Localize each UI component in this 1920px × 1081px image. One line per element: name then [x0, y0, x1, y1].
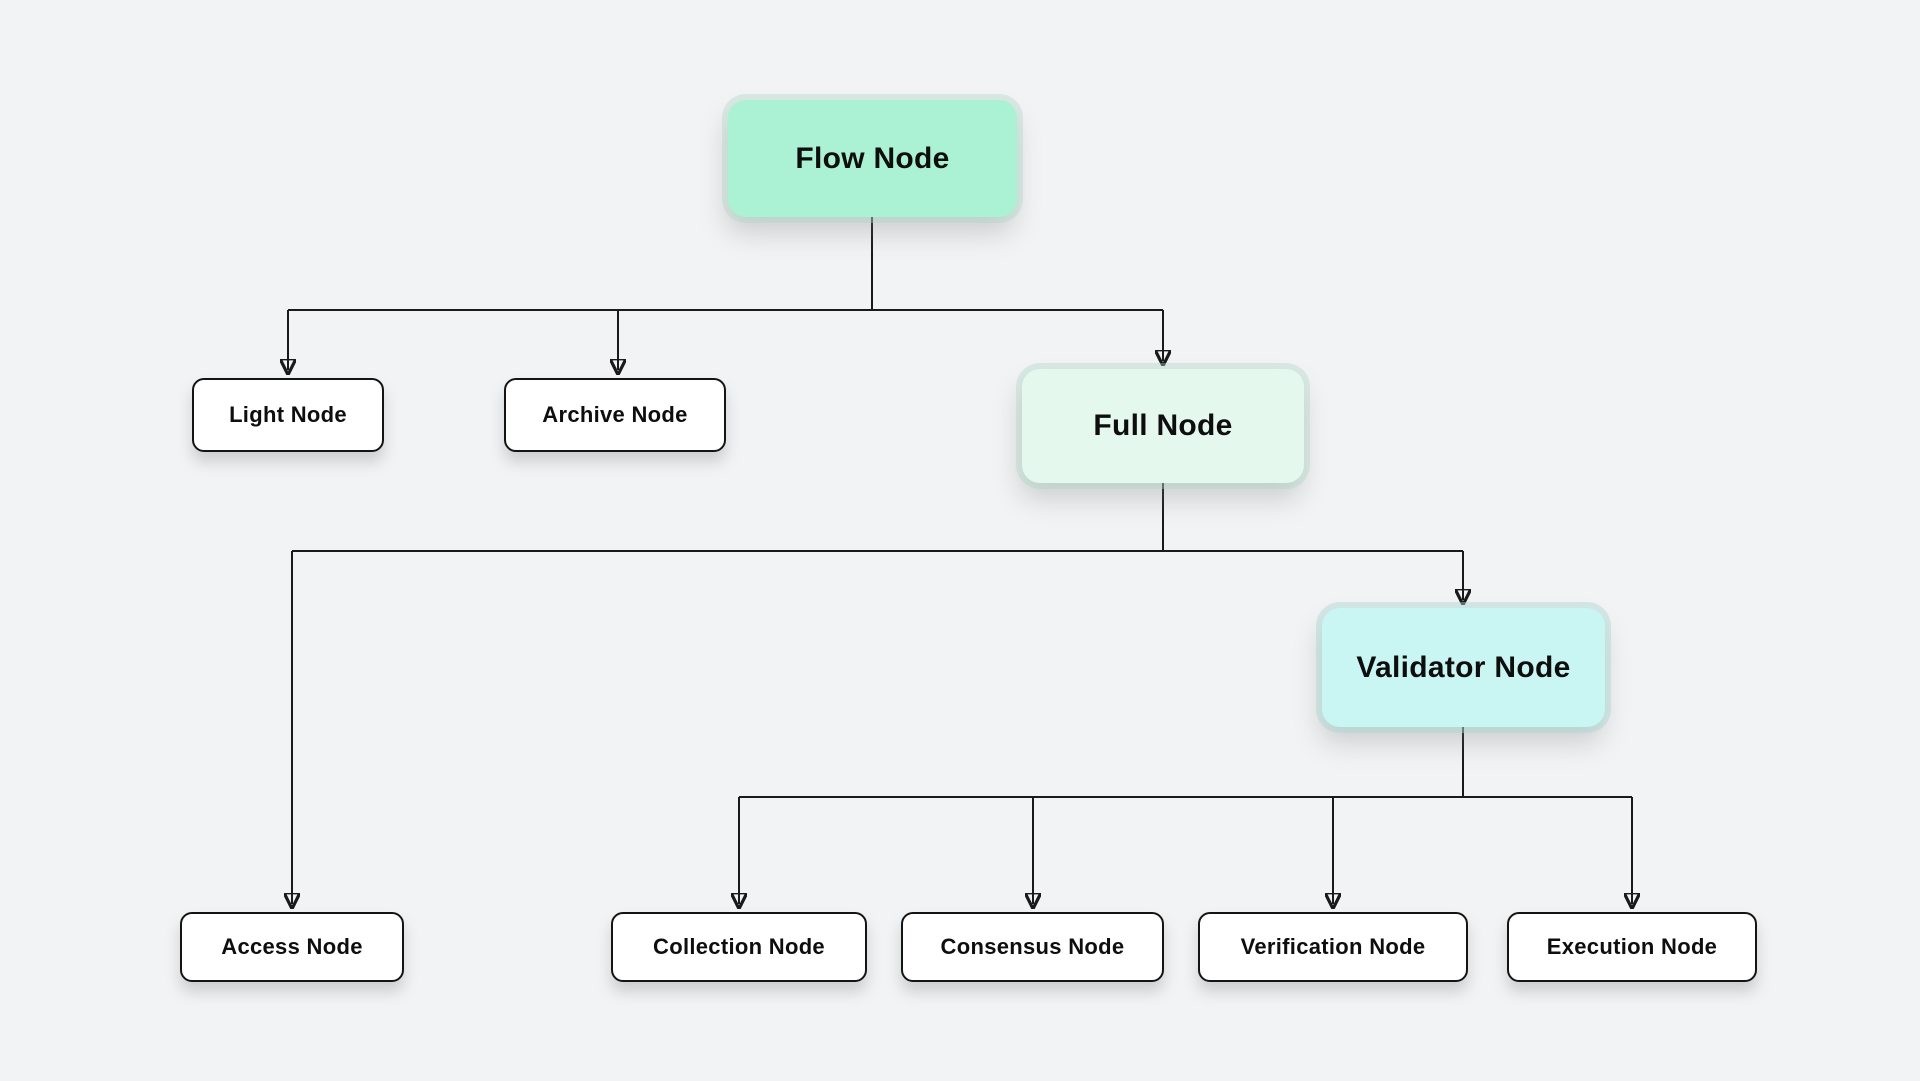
- node-light-node[interactable]: Light Node: [192, 378, 384, 452]
- node-execution-node[interactable]: Execution Node: [1507, 912, 1757, 982]
- node-label: Access Node: [221, 934, 363, 959]
- node-label: Flow Node: [795, 141, 950, 175]
- node-label: Collection Node: [653, 934, 825, 959]
- node-validator-node[interactable]: Validator Node: [1322, 608, 1605, 727]
- node-archive-node[interactable]: Archive Node: [504, 378, 726, 452]
- node-label: Verification Node: [1240, 934, 1426, 959]
- node-label: Consensus Node: [940, 934, 1125, 959]
- node-consensus-node[interactable]: Consensus Node: [901, 912, 1164, 982]
- node-label: Light Node: [229, 402, 347, 427]
- node-full-node[interactable]: Full Node: [1022, 369, 1304, 483]
- node-verification-node[interactable]: Verification Node: [1198, 912, 1468, 982]
- node-label: Archive Node: [542, 402, 688, 427]
- node-label: Execution Node: [1546, 934, 1718, 959]
- node-flow-node[interactable]: Flow Node: [728, 100, 1017, 217]
- node-collection-node[interactable]: Collection Node: [611, 912, 867, 982]
- node-label: Validator Node: [1356, 650, 1571, 684]
- node-access-node[interactable]: Access Node: [180, 912, 404, 982]
- node-label: Full Node: [1093, 409, 1233, 442]
